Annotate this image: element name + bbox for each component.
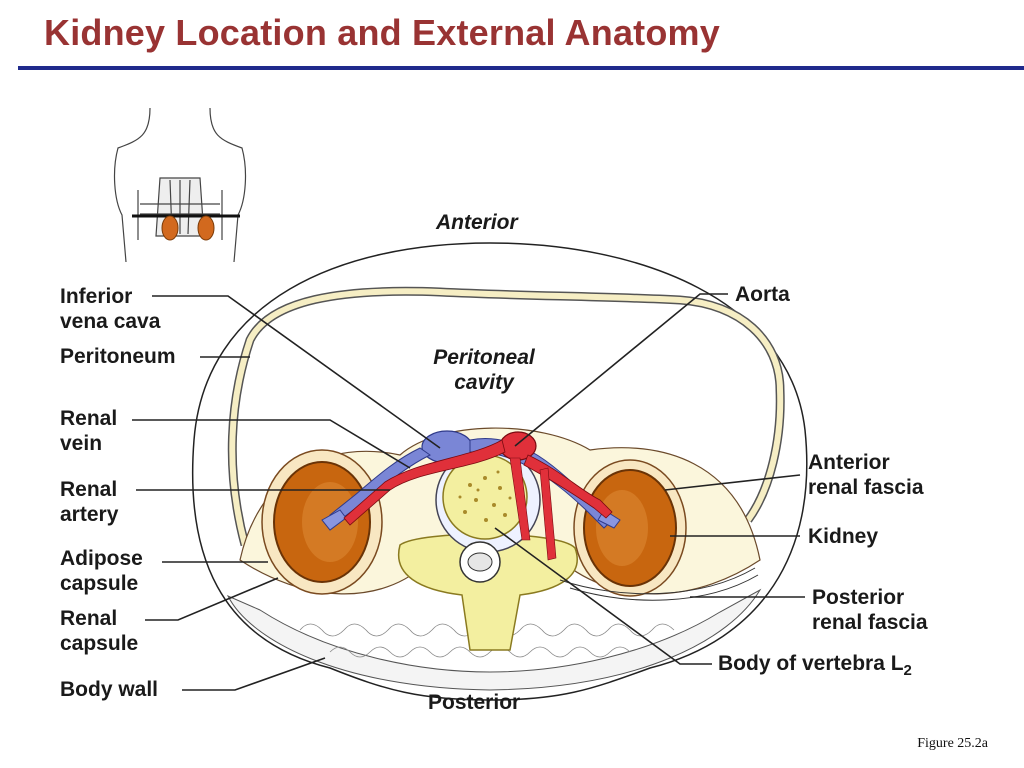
label-body-wall: Body wall — [60, 678, 159, 701]
posterior-fascia-lines — [559, 567, 759, 601]
inset-right-kidney — [197, 215, 215, 241]
vertebra-texture — [458, 470, 512, 522]
label-renal-artery-line2: artery — [60, 503, 119, 526]
label-peritoneal-line2: cavity — [454, 371, 514, 394]
descending-arteries — [509, 457, 557, 561]
leader-renal-vein — [132, 419, 411, 469]
label-peritoneal-cavity: Peritoneal cavity — [424, 345, 544, 395]
label-ivc: Inferior vena cava — [60, 284, 160, 334]
left-renal-artery — [343, 439, 506, 526]
label-ant-fascia-line1: Anterior — [808, 451, 890, 474]
slide-title: Kidney Location and External Anatomy — [44, 12, 720, 53]
leader-vertebra — [494, 527, 712, 665]
label-peritoneum: Peritoneum — [60, 345, 176, 368]
label-renal-capsule: Renal capsule — [60, 606, 138, 656]
label-aorta: Aorta — [735, 283, 790, 306]
label-renal-vein-line1: Renal — [60, 407, 118, 430]
label-posterior: Posterior — [428, 691, 521, 714]
figure-caption: Figure 25.2a — [917, 736, 988, 751]
label-renal-vein-line2: vein — [60, 432, 103, 455]
label-vertebra-subscript: 2 — [903, 662, 912, 680]
label-renal-vein: Renal vein — [60, 406, 117, 456]
label-adipose-capsule: Adipose capsule — [60, 546, 143, 596]
label-renal-artery-line1: Renal — [60, 478, 118, 501]
label-kidney: Kidney — [808, 525, 879, 548]
leader-body-wall — [182, 657, 326, 691]
label-ivc-line2: vena cava — [60, 310, 161, 333]
label-renal-capsule-line2: capsule — [60, 632, 139, 655]
torso-inset — [113, 107, 247, 263]
spinal-cord — [467, 552, 493, 572]
aorta — [499, 431, 537, 461]
label-post-fascia-line1: Posterior — [812, 586, 905, 609]
leader-lines — [132, 293, 805, 691]
label-adipose-line2: capsule — [60, 572, 139, 595]
inset-left-kidney — [161, 215, 179, 241]
label-post-fascia-line2: renal fascia — [812, 611, 928, 634]
leader-ant-fascia — [664, 474, 801, 491]
label-peritoneal-line1: Peritoneal — [433, 346, 535, 369]
title-underline — [18, 66, 1024, 70]
label-ivc-line1: Inferior — [60, 285, 133, 308]
label-anterior-renal-fascia: Anterior renal fascia — [808, 450, 924, 500]
body-wall-muscle — [226, 588, 762, 691]
leader-aorta — [514, 293, 728, 447]
label-vertebra: Body of vertebra L2 — [718, 651, 912, 683]
label-posterior-renal-fascia: Posterior renal fascia — [812, 585, 928, 635]
label-renal-capsule-line1: Renal — [60, 607, 118, 630]
leader-renal-capsule — [145, 577, 279, 621]
label-anterior: Anterior — [436, 211, 518, 234]
label-renal-artery: Renal artery — [60, 477, 118, 527]
label-ant-fascia-line2: renal fascia — [808, 476, 924, 499]
leader-ivc — [152, 295, 441, 449]
label-adipose-line1: Adipose — [60, 547, 143, 570]
label-vertebra-text: Body of vertebra L — [718, 652, 904, 675]
